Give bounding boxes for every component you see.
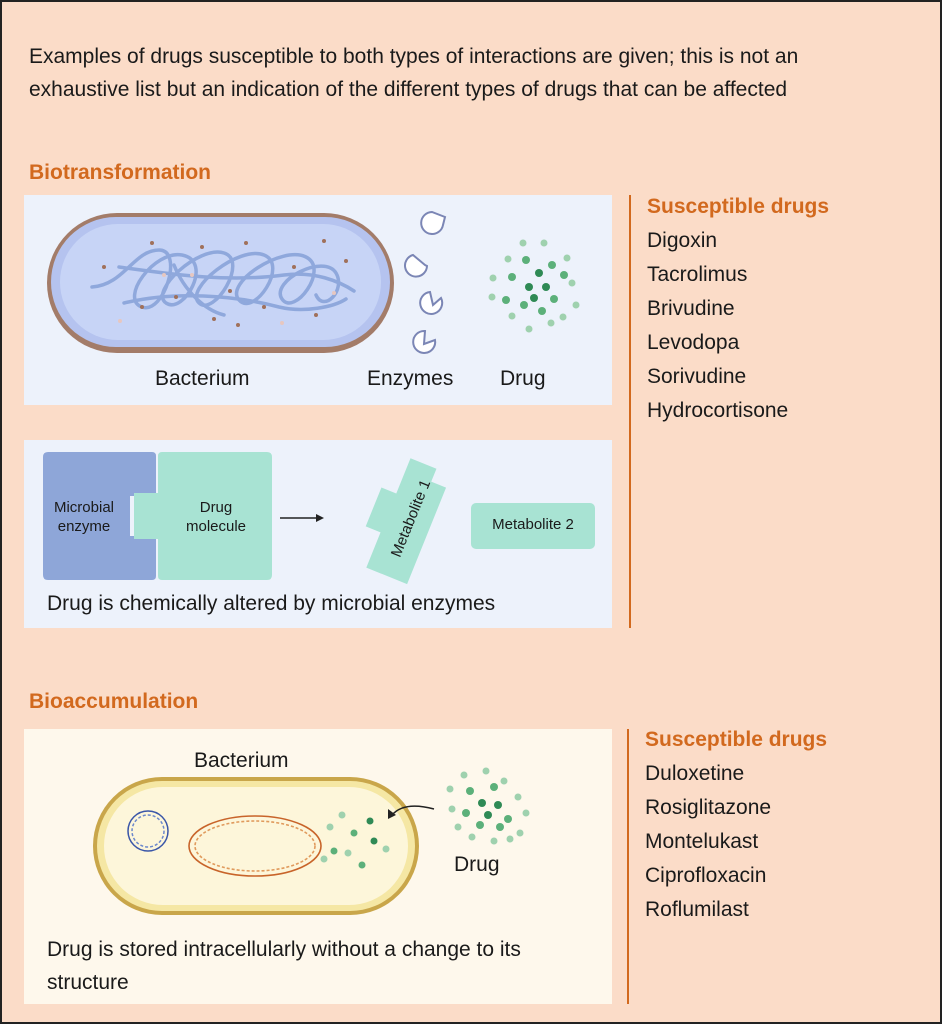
reaction-caption: Drug is chemically altered by microbial … <box>47 592 496 615</box>
plasmid-icon <box>127 810 169 852</box>
enzyme-icons <box>404 210 447 354</box>
bioaccumulation-illustration <box>93 767 530 915</box>
bacterium-label: Bacterium <box>194 749 289 772</box>
divider-line <box>629 195 631 628</box>
list-item: Roflumilast <box>645 898 749 921</box>
drug-label: Drug <box>454 853 500 876</box>
list-item: Duloxetine <box>645 762 745 785</box>
drug-molecule-label: Drug molecule <box>185 499 247 535</box>
list-item: Hydrocortisone <box>647 399 789 422</box>
bioaccumulation-panel: Bacterium Drug Drug is stored intracellu… <box>24 729 612 1004</box>
bioaccumulation-susceptible-title: Susceptible drugs <box>645 728 828 751</box>
list-item: Sorivudine <box>647 365 747 388</box>
biotransformation-illustration-panel: Bacterium Enzymes Drug <box>24 195 612 405</box>
drug-molecule-block <box>134 452 272 580</box>
metabolite-1-block <box>365 458 447 585</box>
bioaccumulation-caption: Drug is stored intracellularly without a… <box>47 938 521 994</box>
list-item: Levodopa <box>647 331 740 354</box>
chromosome-icon <box>188 815 322 877</box>
bioaccumulation-drug-list: Duloxetine Rosiglitazone Montelukast Cip… <box>645 757 771 927</box>
uptake-arrow-icon <box>388 805 435 819</box>
biotransformation-susceptible-title: Susceptible drugs <box>647 195 830 218</box>
microbial-enzyme-block <box>43 452 156 580</box>
metabolite-2-block <box>471 503 595 549</box>
list-item: Rosiglitazone <box>645 796 772 819</box>
list-item: Ciprofloxacin <box>645 864 767 887</box>
bacterium-enzymes-drug-illustration <box>47 210 580 354</box>
biotransformation-title: Biotransformation <box>29 161 212 184</box>
reaction-diagram <box>43 452 595 585</box>
intro-text: Examples of drugs susceptible to both ty… <box>29 45 799 101</box>
drug-particles-icon <box>446 767 530 845</box>
enzymes-label: Enzymes <box>367 367 454 390</box>
divider-line <box>627 729 629 1004</box>
bacterium-label: Bacterium <box>155 367 250 390</box>
biotransformation-drug-list: Digoxin Tacrolimus Brivudine Levodopa So… <box>647 224 788 428</box>
list-item: Brivudine <box>647 297 735 320</box>
intracellular-drug-icon <box>320 811 390 869</box>
bacterium-cell-icon <box>93 777 419 915</box>
metabolite-2-label: Metabolite 2 <box>492 516 574 533</box>
drug-label: Drug <box>500 367 546 390</box>
microbial-enzyme-label: Microbial enzyme <box>53 499 114 535</box>
list-item: Tacrolimus <box>647 263 748 286</box>
biotransformation-reaction-panel: Microbial enzyme Drug molecule Metabolit… <box>24 440 612 628</box>
arrow-icon <box>280 514 324 522</box>
bioaccumulation-title: Bioaccumulation <box>29 690 199 713</box>
drug-particles-icon <box>488 239 580 333</box>
list-item: Digoxin <box>647 229 718 252</box>
bacterium-cell-icon <box>47 213 394 353</box>
list-item: Montelukast <box>645 830 759 853</box>
